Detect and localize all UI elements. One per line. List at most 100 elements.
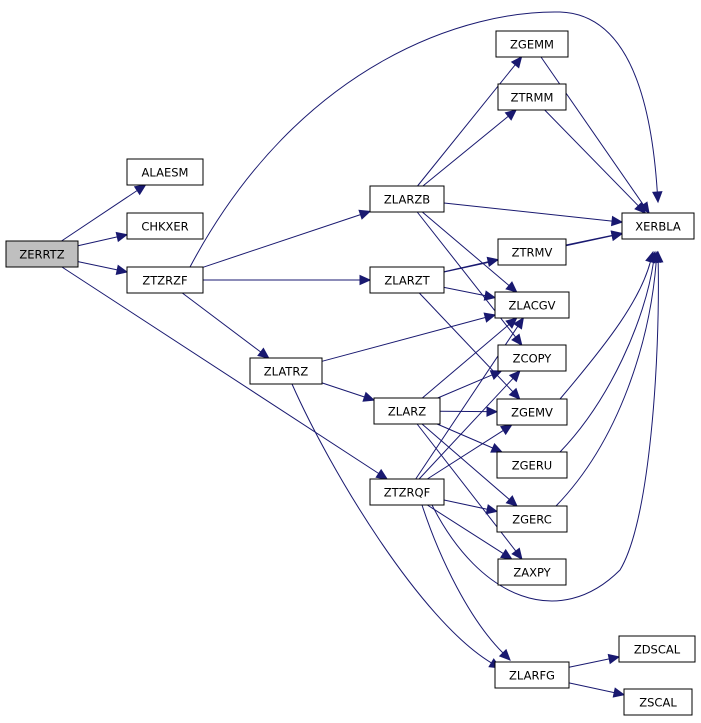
- node-label: ZSCAL: [639, 696, 677, 710]
- node-box[interactable]: [623, 688, 693, 716]
- edge-line: [421, 211, 510, 286]
- node-box[interactable]: [369, 478, 445, 506]
- edge-ztzrqf-to-zgerc: [443, 499, 499, 515]
- node-label: ZLACGV: [508, 299, 555, 313]
- node-box[interactable]: [618, 635, 696, 663]
- node-box[interactable]: [369, 266, 445, 294]
- node-box[interactable]: [495, 30, 569, 58]
- node-zgeru[interactable]: ZGERU: [496, 451, 568, 479]
- node-zscal[interactable]: ZSCAL: [623, 688, 693, 716]
- edge-line: [418, 377, 514, 480]
- node-zaxpy[interactable]: ZAXPY: [497, 558, 567, 586]
- edge-zlarzb-to-zlacgv: [421, 211, 518, 293]
- arrowhead: [500, 548, 513, 560]
- edge-line: [202, 214, 361, 268]
- node-box[interactable]: [126, 158, 204, 186]
- edge-zerrtz-to-ztzrqf: [61, 266, 389, 480]
- node-zgerc[interactable]: ZGERC: [496, 505, 568, 533]
- node-chkxer[interactable]: CHKXER: [126, 212, 204, 240]
- edge-line: [421, 504, 504, 654]
- edge-line: [443, 202, 613, 222]
- edge-line: [443, 286, 486, 297]
- edge-zlarfg-to-zscal: [568, 682, 626, 698]
- node-zlarzt[interactable]: ZLARZT: [369, 266, 445, 294]
- node-box[interactable]: [126, 266, 204, 294]
- edge-zerrtz-to-ztzrzf: [77, 261, 129, 275]
- edge-line: [559, 261, 654, 453]
- edge-zerrtz-to-chkxer: [77, 231, 129, 247]
- node-ztzrzf[interactable]: ZTZRZF: [126, 266, 204, 294]
- node-box[interactable]: [497, 558, 567, 586]
- arrowhead: [115, 231, 129, 243]
- node-label: ZTZRQF: [384, 486, 430, 500]
- node-ztrmm[interactable]: ZTRMM: [497, 83, 567, 111]
- arrowhead: [362, 391, 376, 402]
- arrowhead: [607, 653, 621, 665]
- node-box[interactable]: [496, 451, 568, 479]
- node-box: [5, 240, 79, 268]
- edge-ztzrqf-to-zlarfg: [421, 504, 511, 661]
- node-zcopy[interactable]: ZCOPY: [497, 344, 567, 372]
- node-label: XERBLA: [635, 220, 681, 234]
- node-box[interactable]: [249, 357, 323, 385]
- node-label: ZTRMV: [512, 246, 553, 260]
- node-box[interactable]: [621, 212, 695, 240]
- edge-zlatrz-to-zlarfg: [291, 383, 502, 669]
- arrowhead: [511, 547, 523, 560]
- edge-line: [427, 504, 504, 555]
- edge-zlatrz-to-zlacgv: [321, 312, 497, 362]
- edge-line: [189, 11, 658, 268]
- edge-line: [421, 423, 510, 500]
- edge-line: [321, 317, 486, 362]
- edge-line: [427, 429, 504, 480]
- edge-line: [436, 423, 493, 449]
- arrowhead: [511, 333, 523, 346]
- edge-zlarzb-to-xerbla: [443, 202, 624, 227]
- arrowhead: [483, 312, 497, 323]
- node-box[interactable]: [496, 398, 568, 426]
- node-zlarfg[interactable]: ZLARFG: [494, 661, 570, 689]
- edge-line: [181, 292, 262, 353]
- node-label: ZTRMM: [511, 91, 554, 105]
- node-zlatrz[interactable]: ZLATRZ: [249, 357, 323, 385]
- node-ztrmv[interactable]: ZTRMV: [497, 238, 567, 266]
- node-box[interactable]: [494, 291, 570, 319]
- node-box[interactable]: [369, 185, 445, 213]
- arrowhead: [133, 184, 147, 196]
- nodes-layer: ZERRTZALAESMCHKXERZTZRZFZTZRQFZLARZBZLAR…: [5, 30, 696, 716]
- edge-line: [77, 236, 118, 247]
- node-box[interactable]: [497, 344, 567, 372]
- edge-zlarzt-to-zlacgv: [443, 286, 497, 301]
- node-box[interactable]: [497, 238, 567, 266]
- node-zgemv[interactable]: ZGEMV: [496, 398, 568, 426]
- node-zlarzb[interactable]: ZLARZB: [369, 185, 445, 213]
- arrowhead: [489, 370, 503, 380]
- node-zlacgv[interactable]: ZLACGV: [494, 291, 570, 319]
- arrowhead: [505, 495, 518, 507]
- arrowhead: [513, 316, 524, 330]
- node-box[interactable]: [496, 505, 568, 533]
- node-alaesm[interactable]: ALAESM: [126, 158, 204, 186]
- node-box[interactable]: [126, 212, 204, 240]
- node-box[interactable]: [494, 661, 570, 689]
- arrowhead: [652, 191, 663, 204]
- node-box[interactable]: [373, 397, 441, 425]
- arrowhead: [650, 250, 662, 263]
- node-zdscal[interactable]: ZDSCAL: [618, 635, 696, 663]
- edge-ztrmm-to-xerbla: [544, 109, 647, 214]
- arrowhead: [610, 230, 624, 241]
- node-zlarz[interactable]: ZLARZ: [373, 397, 441, 425]
- node-zgemm[interactable]: ZGEMM: [495, 30, 569, 58]
- arrowhead: [510, 56, 523, 69]
- node-box[interactable]: [497, 83, 567, 111]
- node-xerbla[interactable]: XERBLA: [621, 212, 695, 240]
- edge-line: [61, 190, 138, 242]
- node-ztzrqf[interactable]: ZTZRQF: [369, 478, 445, 506]
- node-label: ZTZRZF: [142, 274, 187, 288]
- edge-line: [555, 261, 657, 507]
- arrowhead: [375, 468, 389, 480]
- node-label: ZGERU: [512, 459, 552, 473]
- edge-line: [565, 234, 613, 246]
- arrowhead: [505, 317, 518, 329]
- node-label: ZLARZT: [384, 274, 430, 288]
